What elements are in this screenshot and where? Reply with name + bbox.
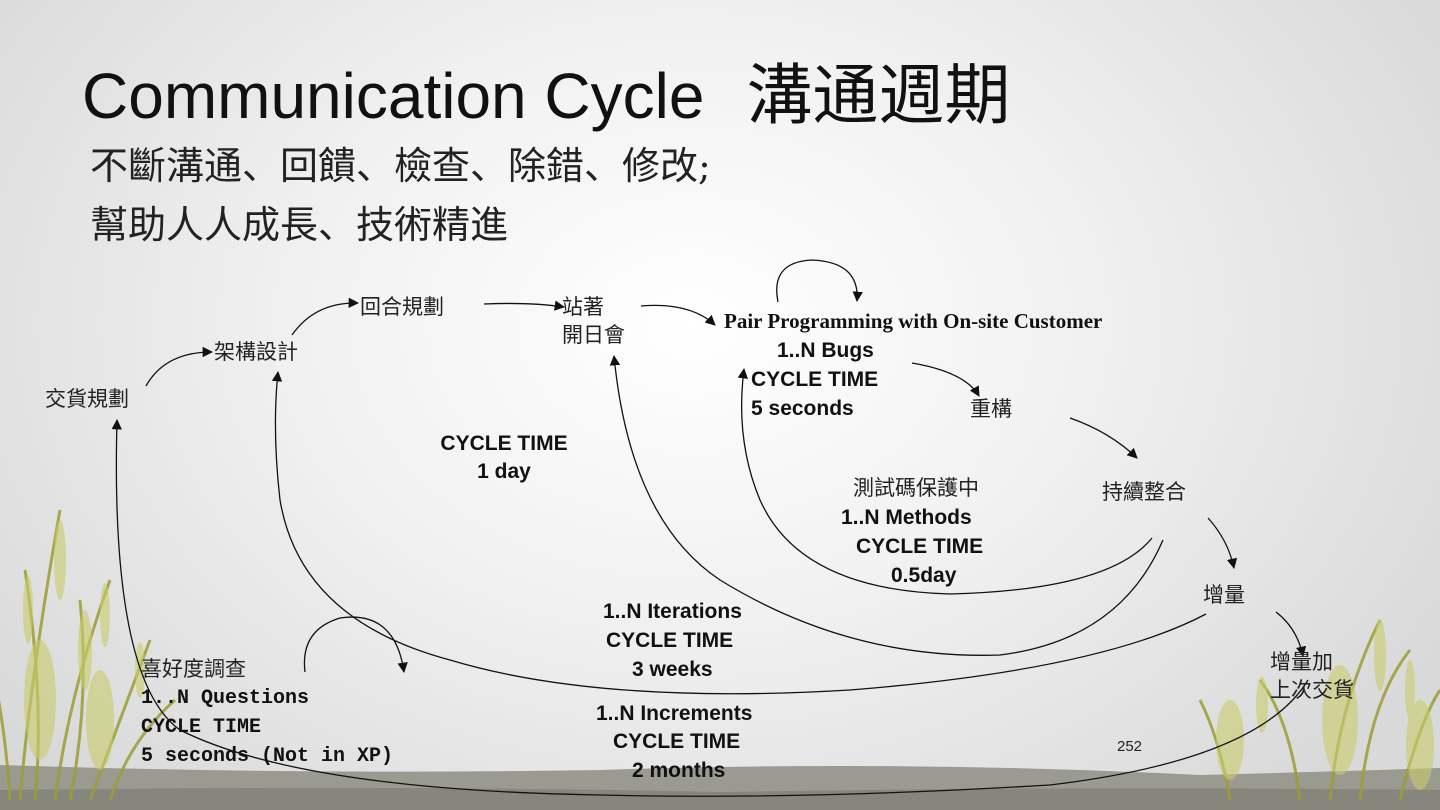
arrow-iteration-to-standup <box>484 303 564 307</box>
node-test-protection: 測試碼保護中 <box>853 474 979 502</box>
title-chinese: 溝通週期 <box>746 57 1010 134</box>
day-cycle-time-label: CYCLE TIME <box>424 429 584 458</box>
questions-cycle-value: 5 seconds (Not in XP) <box>141 742 393 771</box>
page-title: Communication Cycle 溝通週期 <box>82 52 1010 140</box>
subtitle-line-2: 幫助人人成長、技術精進 <box>90 201 508 249</box>
arrow-bugs-to-refactor <box>912 363 979 396</box>
node-increment-plus-line-1: 增量加 <box>1270 648 1333 676</box>
node-increment-plus-line-2: 上次交貨 <box>1270 676 1354 704</box>
bugs-count-label: 1..N Bugs <box>777 336 874 365</box>
node-architecture-design: 架構設計 <box>214 338 298 366</box>
bugs-cycle-value: 5 seconds <box>751 394 854 423</box>
arrow-questions-loop <box>304 617 404 672</box>
node-standup-line-1: 站著 <box>562 293 604 321</box>
page-number: 252 <box>1117 738 1142 755</box>
arrow-pair-self-loop <box>777 260 857 302</box>
node-pair-programming: Pair Programming with On-site Customer <box>724 309 1102 334</box>
arrow-delivery-to-architecture <box>146 352 212 386</box>
node-refactoring: 重構 <box>970 395 1012 423</box>
increments-count-label: 1..N Increments <box>596 699 752 728</box>
node-standup-line-2: 開日會 <box>562 321 625 349</box>
arrow-refactor-to-ci <box>1070 418 1137 458</box>
day-cycle-value: 1 day <box>424 457 584 486</box>
questions-cycle-time-label: CYCLE TIME <box>141 713 261 742</box>
methods-cycle-time-label: CYCLE TIME <box>856 532 983 561</box>
questions-count-label: 1..N Questions <box>141 684 309 713</box>
iterations-count-label: 1..N Iterations <box>603 597 742 626</box>
increments-cycle-time-label: CYCLE TIME <box>613 727 740 756</box>
arrow-architecture-to-iteration <box>292 303 358 335</box>
iterations-cycle-value: 3 weeks <box>632 655 713 684</box>
node-increment: 增量 <box>1203 581 1245 609</box>
methods-cycle-value: 0.5day <box>891 561 956 590</box>
node-continuous-integration: 持續整合 <box>1102 478 1186 506</box>
arrow-ci-to-increment <box>1208 518 1234 568</box>
methods-count-label: 1..N Methods <box>841 503 972 532</box>
arrow-increments-cycle <box>275 372 1206 694</box>
node-iteration-planning: 回合規劃 <box>360 293 444 321</box>
node-preference-survey: 喜好度調查 <box>141 655 246 683</box>
iterations-cycle-time-label: CYCLE TIME <box>606 626 733 655</box>
title-english: Communication Cycle <box>82 60 704 132</box>
arrow-standup-to-pair <box>641 305 715 325</box>
bugs-cycle-time-label: CYCLE TIME <box>751 365 878 394</box>
subtitle-line-1: 不斷溝通、回饋、檢查、除錯、修改; <box>90 142 711 190</box>
node-delivery-planning: 交貨規劃 <box>45 385 129 413</box>
increments-cycle-value: 2 months <box>632 756 725 785</box>
